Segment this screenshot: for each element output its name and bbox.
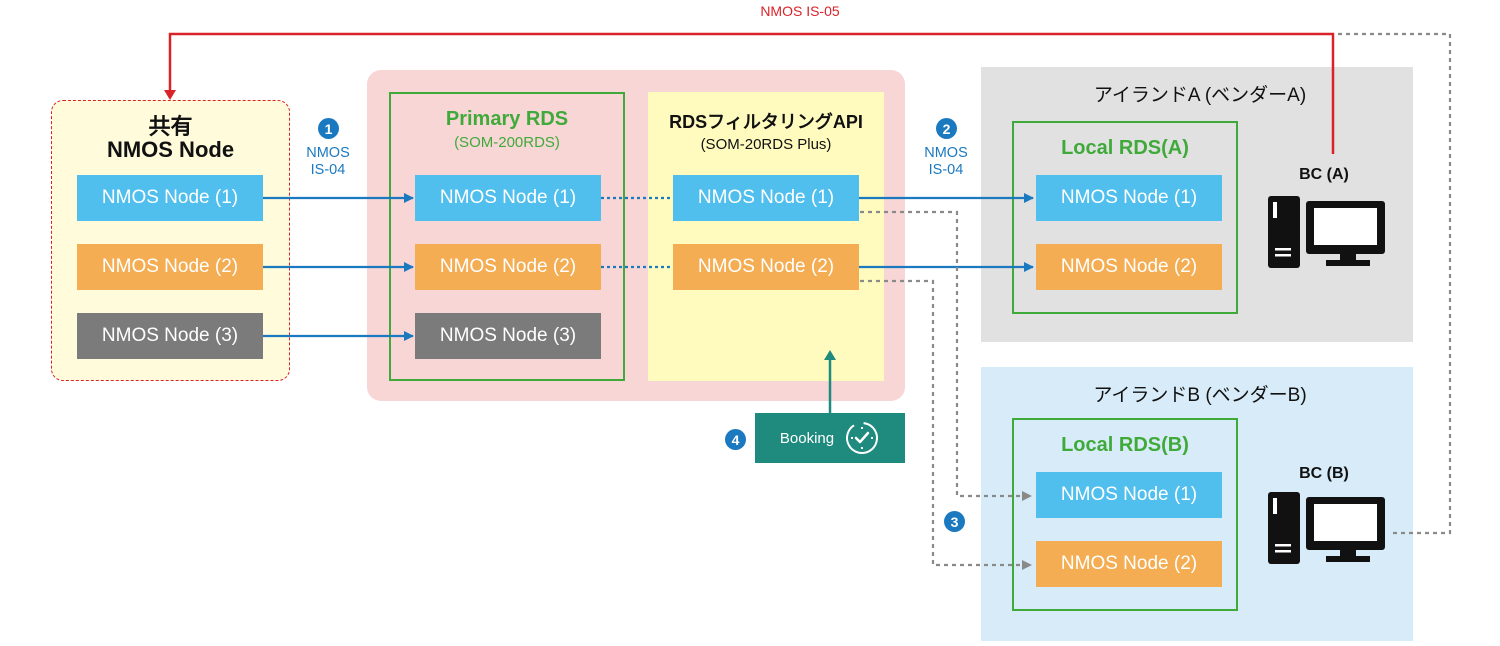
primary-node-3[interactable]: NMOS Node (3) xyxy=(415,313,601,359)
step-2-badge: 2 xyxy=(936,118,957,139)
filter-node-2[interactable]: NMOS Node (2) xyxy=(673,244,859,290)
island-b-node-2[interactable]: NMOS Node (2) xyxy=(1036,541,1222,587)
filter-api-title: RDSフィルタリングAPI xyxy=(669,112,863,132)
primary-rds-subtitle: (SOM-200RDS) xyxy=(454,134,560,151)
booking-button[interactable]: Booking xyxy=(755,413,905,463)
island-a-node-1[interactable]: NMOS Node (1) xyxy=(1036,175,1222,221)
bc-b-control-link xyxy=(1338,32,1452,535)
island-a-node-2[interactable]: NMOS Node (2) xyxy=(1036,244,1222,290)
is05-label: NMOS IS-05 xyxy=(760,3,840,19)
island-b-node-1[interactable]: NMOS Node (1) xyxy=(1036,472,1222,518)
island-b-local-rds-title: Local RDS(B) xyxy=(1061,434,1189,456)
shared-title-line2: NMOS Node xyxy=(106,137,235,162)
step-4-badge: 4 xyxy=(725,429,746,450)
step-1-badge: 1 xyxy=(318,118,339,139)
shared-node-3[interactable]: NMOS Node (3) xyxy=(77,313,263,359)
computer-b-icon[interactable] xyxy=(1268,492,1386,564)
primary-node-1[interactable]: NMOS Node (1) xyxy=(415,175,601,221)
island-a-local-rds-title: Local RDS(A) xyxy=(1061,137,1189,159)
island-a-title: アイランドA (ベンダーA) xyxy=(1093,85,1307,106)
shared-node-1[interactable]: NMOS Node (1) xyxy=(77,175,263,221)
step-3-badge: 3 xyxy=(944,511,965,532)
step-2-label-line2: IS-04 xyxy=(928,162,964,178)
bc-b-label: BC (B) xyxy=(1299,465,1349,482)
filter-api-subtitle: (SOM-20RDS Plus) xyxy=(700,136,832,153)
bc-a-label: BC (A) xyxy=(1299,166,1349,183)
arrow-filter1-to-local-b xyxy=(860,210,1032,501)
filter-node-1[interactable]: NMOS Node (1) xyxy=(673,175,859,221)
computer-a-icon[interactable] xyxy=(1268,196,1386,268)
island-a-local-rds-panel xyxy=(1012,121,1238,314)
island-b-title: アイランドB (ベンダーB) xyxy=(1093,385,1307,406)
primary-rds-title: Primary RDS xyxy=(445,108,569,130)
step-2-label-line1: NMOS xyxy=(924,145,968,161)
filter-api-panel xyxy=(648,92,884,381)
primary-rds-panel xyxy=(389,92,625,381)
island-b-local-rds-panel xyxy=(1012,418,1238,611)
is05-arrow xyxy=(168,32,1335,154)
shared-node-2[interactable]: NMOS Node (2) xyxy=(77,244,263,290)
shared-title-line1: 共有 xyxy=(148,114,193,139)
clock-check-icon xyxy=(844,420,880,456)
step-1-label-line2: IS-04 xyxy=(310,162,346,178)
booking-label: Booking xyxy=(779,429,835,447)
primary-node-2[interactable]: NMOS Node (2) xyxy=(415,244,601,290)
step-1-label-line1: NMOS xyxy=(306,145,350,161)
